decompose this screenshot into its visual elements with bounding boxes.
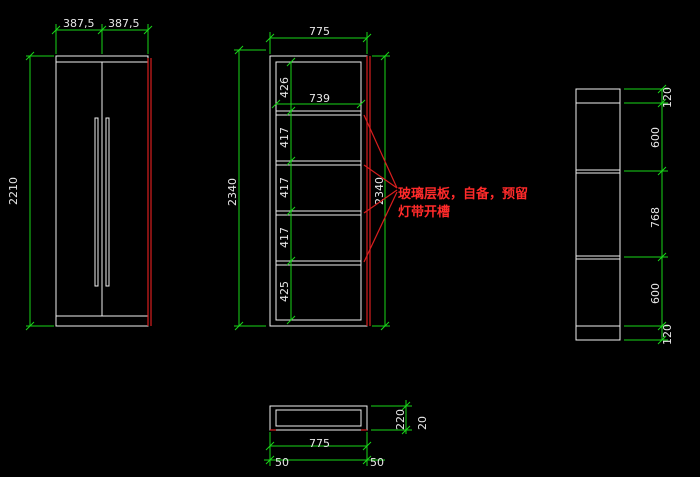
dimension-label: 120 <box>661 324 674 345</box>
dimension-label: 417 <box>278 177 291 198</box>
dimension-label: 2340 <box>373 177 386 205</box>
leader-lines <box>363 114 398 263</box>
dimension-label: 387,5 <box>63 17 95 30</box>
tick-mark <box>657 98 667 108</box>
cabinet-inner <box>275 61 362 321</box>
tick-mark <box>286 156 296 166</box>
tick-mark <box>657 321 667 331</box>
tick-mark <box>380 51 390 61</box>
tick-mark <box>657 252 667 262</box>
dimension-label: 2210 <box>7 177 20 205</box>
dimension-label: 426 <box>278 77 291 98</box>
tick-mark <box>286 256 296 266</box>
dimension-label: 600 <box>649 283 662 304</box>
tick-mark <box>362 441 372 451</box>
shelves <box>275 110 362 266</box>
tick-mark <box>286 57 296 67</box>
dimension-label: 220 <box>394 409 407 430</box>
tick-mark <box>265 441 275 451</box>
tick-mark <box>657 335 667 345</box>
tick-mark <box>265 33 275 43</box>
dimension-label: 2340 <box>226 178 239 206</box>
dimension-label: 425 <box>278 281 291 302</box>
plan-outline <box>269 405 368 431</box>
tick-mark <box>380 321 390 331</box>
dimension-label: 50 <box>370 456 384 469</box>
side-outline <box>575 88 621 341</box>
tick-mark <box>362 33 372 43</box>
plan-view: 775 50 50 220 20 <box>264 400 429 469</box>
dimension-label: 387,5 <box>108 17 140 30</box>
tick-mark <box>286 206 296 216</box>
dimension-label: 775 <box>309 25 330 38</box>
leader-line <box>363 114 398 189</box>
tick-mark <box>97 25 107 35</box>
dimension-label: 120 <box>661 87 674 108</box>
glass-shelf <box>275 260 362 266</box>
front-view: 387,5 387,5 2210 <box>7 17 153 331</box>
plan-inner <box>275 409 362 427</box>
dimension-label: 775 <box>309 437 330 450</box>
right-door-handle <box>105 117 110 287</box>
glass-shelf <box>275 110 362 116</box>
glass-shelf <box>275 160 362 166</box>
tick-mark <box>51 25 61 35</box>
dimension-label: 417 <box>278 227 291 248</box>
dimension-label: 739 <box>309 92 330 105</box>
tick-mark <box>657 84 667 94</box>
side-view: 120 600 768 600 120 <box>575 84 674 345</box>
left-door-handle <box>94 117 99 287</box>
leader-line <box>363 191 398 263</box>
annotation-line-2: 灯带开槽 <box>398 204 450 220</box>
tick-mark <box>286 106 296 116</box>
tick-mark <box>234 321 244 331</box>
annotation-note: 玻璃层板，自备，预留 灯带开槽 <box>398 186 528 220</box>
tick-mark <box>286 315 296 325</box>
tick-mark <box>265 455 275 465</box>
dimension-label: 20 <box>416 416 429 430</box>
leader-line <box>363 189 398 214</box>
tick-mark <box>271 99 281 109</box>
dimension-label: 600 <box>649 127 662 148</box>
dimension-label: 768 <box>649 207 662 228</box>
tick-mark <box>401 425 411 435</box>
glass-shelf <box>275 210 362 216</box>
tick-mark <box>362 455 372 465</box>
annotation-line-1: 玻璃层板，自备，预留 <box>398 186 528 202</box>
tick-mark <box>657 166 667 176</box>
tick-mark <box>234 45 244 55</box>
leader-line <box>363 164 398 189</box>
tick-mark <box>25 321 35 331</box>
tick-mark <box>143 25 153 35</box>
tick-mark <box>401 401 411 411</box>
dimension-label: 50 <box>275 456 289 469</box>
section-view: 775 739 426 417 417 417 425 2340 2340 <box>226 25 398 331</box>
tick-mark <box>356 99 366 109</box>
tick-mark <box>25 51 35 61</box>
dimension-label: 417 <box>278 127 291 148</box>
